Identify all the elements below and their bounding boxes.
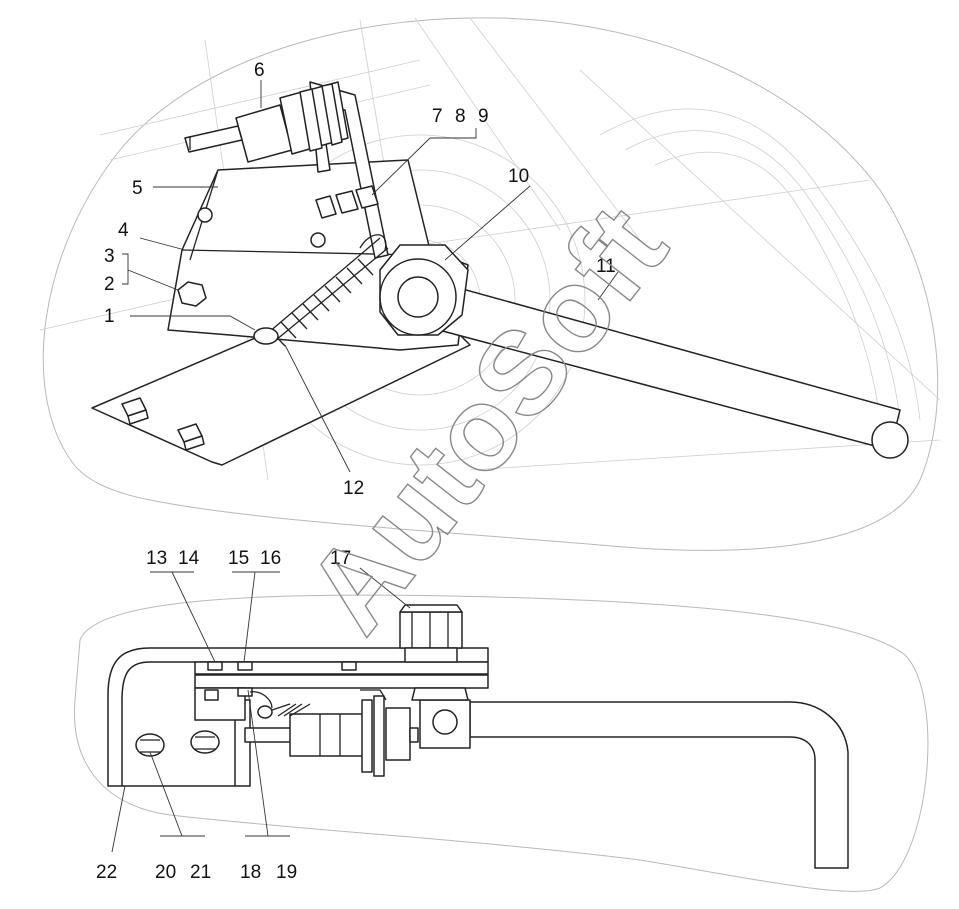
sensor (184, 81, 349, 163)
callout-1: 1 (104, 306, 115, 327)
callout-20: 20 (155, 862, 176, 883)
callout-16: 16 (260, 548, 281, 569)
callout-3: 3 (104, 246, 115, 267)
callout-4: 4 (118, 220, 129, 241)
callout-10: 10 (508, 166, 529, 187)
hub (379, 244, 469, 336)
callout-19: 19 (276, 862, 297, 883)
callout-15: 15 (228, 548, 249, 569)
callout-7: 7 (432, 106, 443, 127)
callout-18: 18 (240, 862, 261, 883)
callout-17: 17 (330, 548, 351, 569)
sensor-bracket (309, 81, 389, 259)
hex-bolt (177, 281, 207, 307)
callout-14: 14 (178, 548, 200, 569)
bottom-view-mechanism (107, 604, 849, 869)
callout-6: 6 (254, 60, 265, 81)
top-view-mechanism (91, 81, 909, 466)
bracket-bolt-lower (177, 423, 205, 451)
angle-bracket-bolt-right (190, 730, 220, 754)
plate-lower (194, 674, 489, 689)
callout-11: 11 (596, 256, 616, 277)
lever-pipe (469, 701, 849, 869)
callout-labels: 6 7 8 9 5 10 4 3 2 11 1 12 13 14 15 16 1… (96, 60, 616, 883)
bracket-bolt-upper (121, 397, 149, 425)
sensor-side (244, 689, 419, 777)
callout-9: 9 (478, 106, 489, 127)
top-leader-lines (122, 80, 619, 473)
big-nut (399, 604, 463, 663)
bottom-leader-lines (111, 567, 411, 853)
callout-2: 2 (104, 274, 115, 295)
callout-8: 8 (455, 106, 466, 127)
spring (253, 234, 389, 347)
bottom-view-background (73, 594, 929, 892)
lever-end (871, 421, 909, 459)
callout-13: 13 (146, 548, 167, 569)
nuts (315, 185, 379, 219)
callout-22: 22 (96, 862, 117, 883)
small-spring (249, 691, 311, 719)
angle-bracket-bolt-left (135, 733, 165, 757)
callout-12: 12 (343, 478, 364, 499)
callout-5: 5 (132, 178, 143, 199)
callout-21: 21 (190, 862, 211, 883)
